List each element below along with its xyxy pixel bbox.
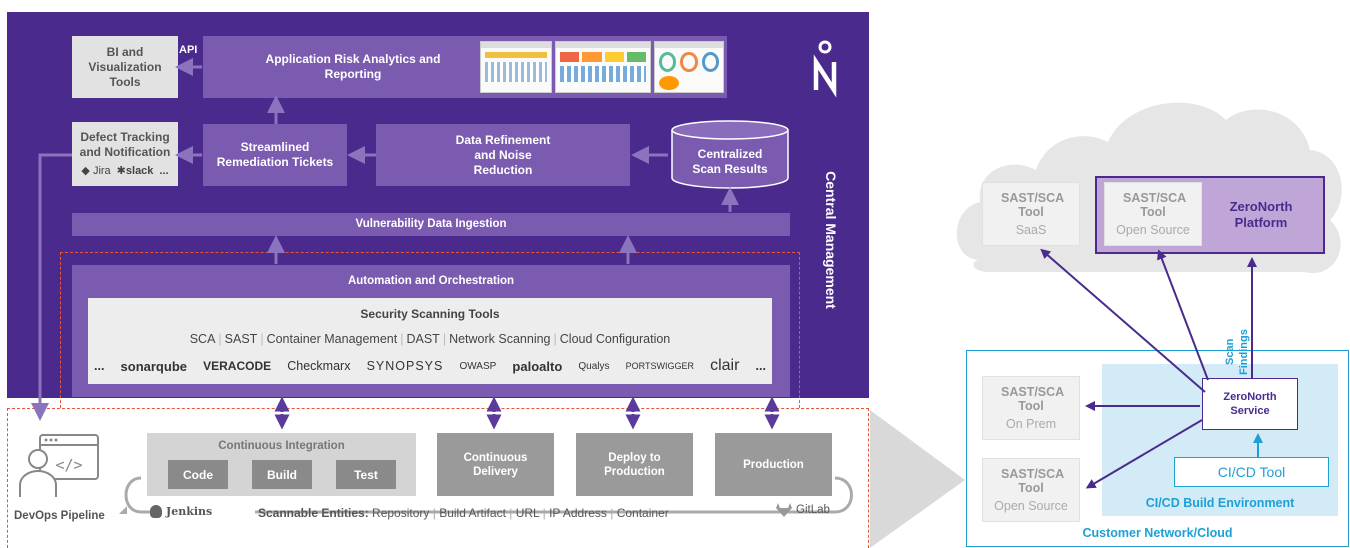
customer-network-label: Customer Network/Cloud (1082, 526, 1233, 540)
pipeline-dashed-region (7, 408, 869, 548)
risk-analytics-box: Application Risk Analytics and Reporting (203, 36, 727, 98)
deploy-production-box: Deploy to Production (576, 433, 693, 496)
defect-tracking-box: Defect Tracking and Notification ◆ Jira … (72, 122, 178, 186)
vendor-logo: Checkmarx (287, 359, 351, 373)
continuous-delivery-box: Continuous Delivery (437, 433, 554, 496)
dashboard-thumbnail-2 (555, 41, 651, 93)
devops-pipeline-label: DevOps Pipeline (14, 510, 105, 522)
scannable-entity: Container (616, 506, 669, 520)
cicd-environment-label: CI/CD Build Environment (1145, 496, 1295, 510)
scannable-entity: Repository (372, 506, 430, 520)
vendor-logo: paloalto (512, 358, 563, 374)
scanning-category: Network Scanning (449, 332, 551, 346)
build-stage: Build (252, 460, 312, 489)
jira-icon: ◆ (81, 165, 90, 177)
orchestration-dashed-region (60, 252, 800, 408)
gitlab-icon (776, 503, 792, 517)
category-separator: | (400, 332, 404, 346)
category-separator: | (218, 332, 222, 346)
scanning-category: DAST (406, 332, 440, 346)
gitlab-logo: GitLab (776, 503, 830, 517)
scannable-separator: | (606, 506, 617, 520)
risk-analytics-label: Application Risk Analytics and Reporting (265, 52, 441, 81)
zeronorth-service-box: ZeroNorth Service (1202, 378, 1298, 430)
test-stage: Test (336, 460, 396, 489)
scanning-categories: SCA | SAST | Container Management | DAST… (88, 330, 772, 348)
category-separator: | (260, 332, 264, 346)
category-separator: | (442, 332, 447, 346)
developer-icon: </> (18, 433, 102, 499)
vendor-logo: clair (710, 357, 740, 374)
automation-label: Automation and Orchestration (347, 274, 515, 287)
scannable-label: Scannable Entities: (258, 506, 369, 520)
zoom-projection (870, 410, 965, 548)
jira-logo: ◆ Jira (81, 165, 111, 177)
scanning-category: SCA (189, 332, 216, 346)
slack-logo: ✱slack (116, 165, 154, 177)
scannable-entity: Build Artifact (439, 506, 506, 520)
jenkins-icon (150, 505, 162, 518)
vendor-logo: Qualys (578, 360, 610, 372)
dashboard-thumbnail-1 (480, 41, 552, 93)
vendor-logo: SYNOPSYS (366, 359, 444, 373)
production-box: Production (715, 433, 832, 496)
continuous-integration-box: Continuous Integration Code Build Test (147, 433, 416, 496)
vendor-logo: ... (755, 359, 766, 373)
scannable-entity: URL (515, 506, 540, 520)
central-arrows (31, 58, 780, 430)
scan-results-database: Centralized Scan Results (670, 120, 790, 190)
svg-text:</>: </> (55, 456, 82, 474)
vendor-logos: ... sonarqube VERACODE Checkmarx SYNOPSYS OWA… (94, 356, 766, 376)
remediation-tickets-box: Streamlined Remediation Tickets (203, 124, 347, 186)
cicd-tool-box: CI/CD Tool (1174, 457, 1329, 487)
scanning-category: Cloud Configuration (559, 332, 671, 346)
vendor-logo: VERACODE (203, 359, 272, 373)
scanning-category: SAST (224, 332, 258, 346)
jenkins-logo: Jenkins (150, 505, 212, 518)
ingestion-bar: Vulnerability Data Ingestion (72, 213, 790, 236)
vendor-logo: PORTSWIGGER (625, 361, 694, 371)
pipeline-loop (115, 468, 865, 528)
ci-label: Continuous Integration (218, 440, 345, 452)
scanning-category: Container Management (266, 332, 398, 346)
scannable-entities: Scannable Entities: Repository | Build A… (258, 506, 669, 520)
vendor-logo: ... (94, 359, 105, 373)
scannable-entity: IP Address (549, 506, 607, 520)
scannable-separator: | (539, 506, 550, 520)
scannable-separator: | (429, 506, 440, 520)
security-scanning-panel: Security Scanning Tools SCA | SAST | Con… (88, 298, 772, 384)
security-scanning-title: Security Scanning Tools (360, 307, 500, 321)
api-label: API (179, 44, 198, 56)
dashboard-thumbnail-3 (654, 41, 724, 93)
defect-tracking-label: Defect Tracking and Notification (79, 130, 171, 159)
zeronorth-logo (810, 38, 840, 98)
slack-icon: ✱ (116, 165, 126, 177)
zeronorth-platform-label: ZeroNorth Platform (1229, 199, 1293, 230)
vendor-logo: sonarqube (120, 358, 187, 374)
scannable-separator: | (505, 506, 516, 520)
code-stage: Code (168, 460, 228, 489)
vendor-logo: OWASP (459, 360, 497, 372)
scan-results-label: Centralized Scan Results (692, 147, 768, 176)
bi-visualization-box: BI and Visualization Tools (72, 36, 178, 98)
more-integrations: ... (159, 165, 169, 177)
data-refinement-box: Data Refinement and Noise Reduction (376, 124, 630, 186)
category-separator: | (553, 332, 557, 346)
customer-arrows (1040, 248, 1263, 489)
